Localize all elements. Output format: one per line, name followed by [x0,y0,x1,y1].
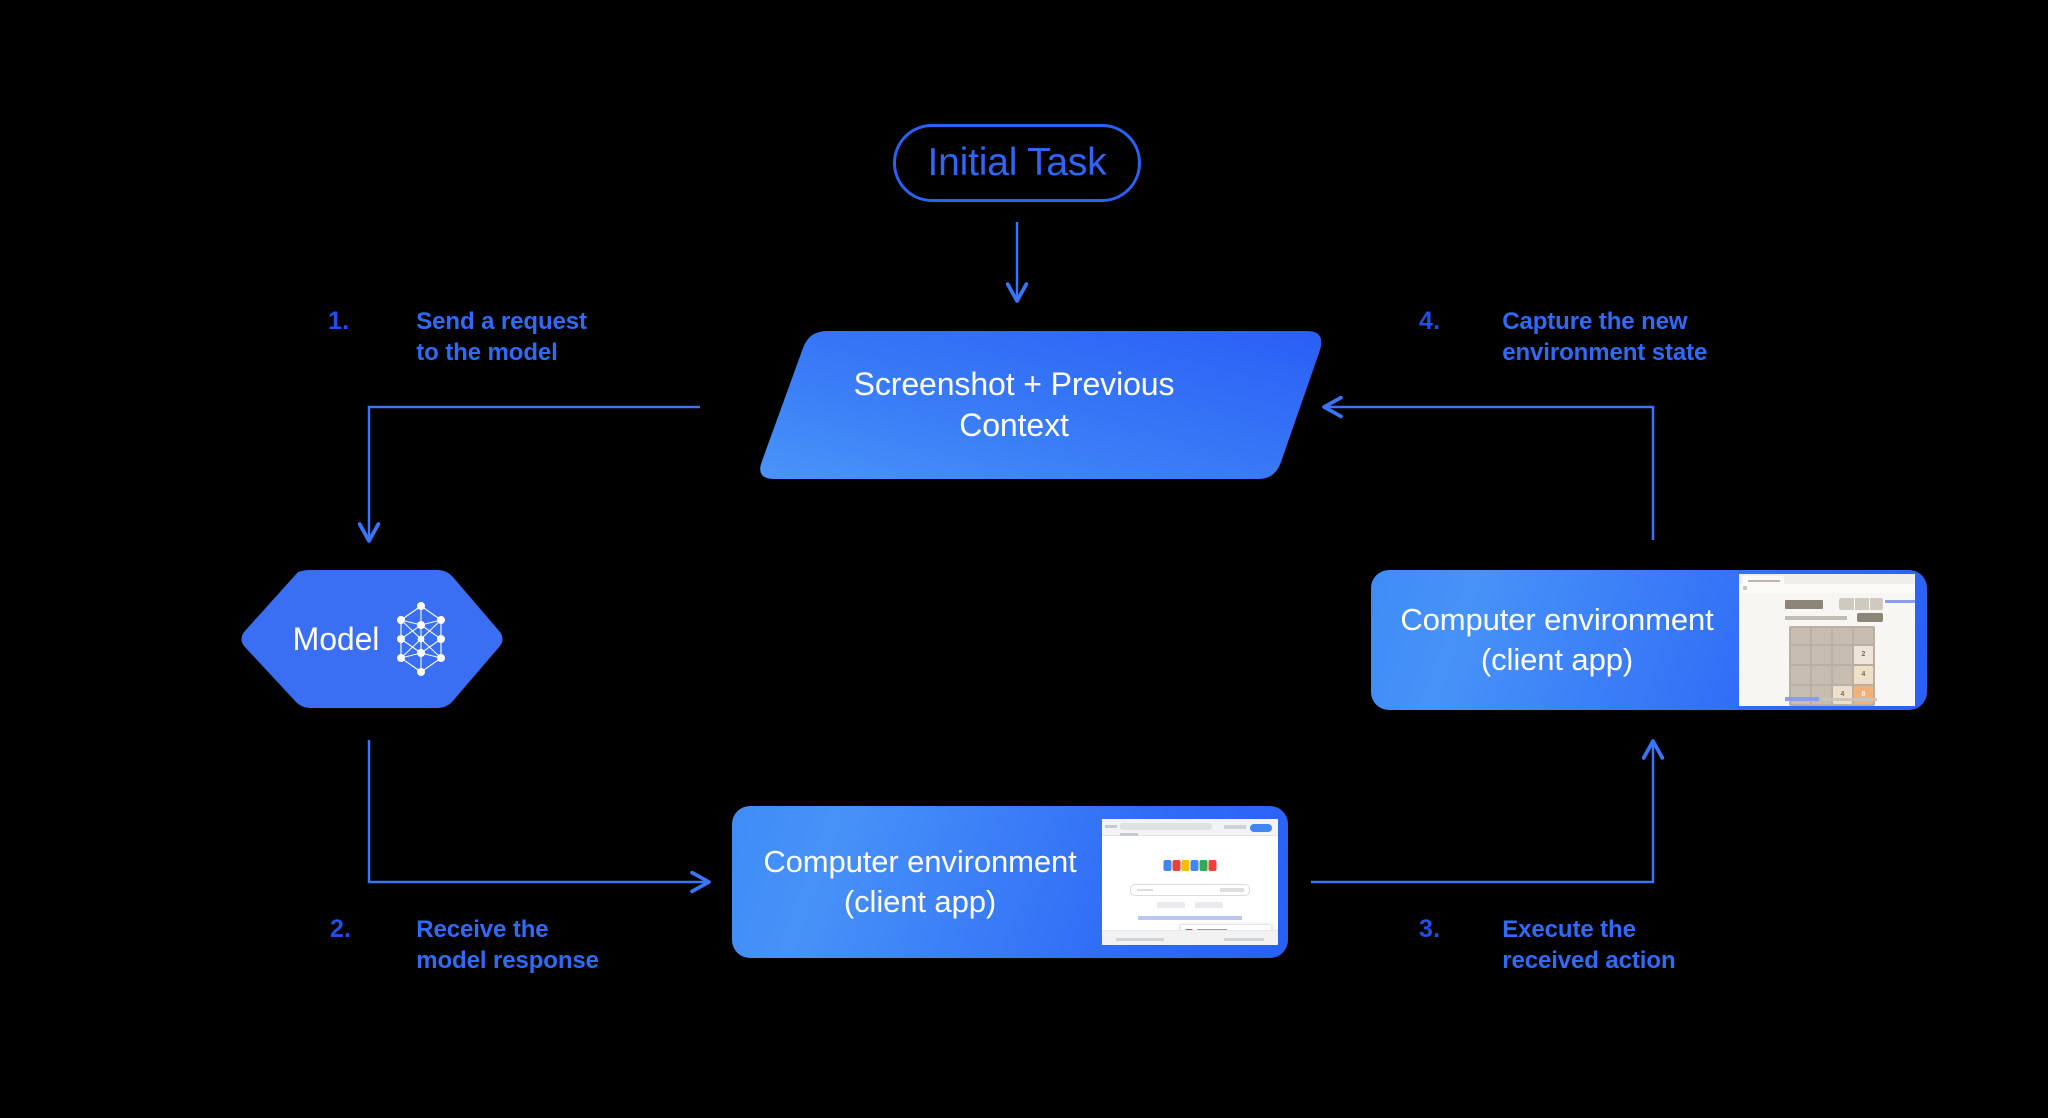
env-right-label: Computer environment (client app) [1377,600,1737,680]
logo-letter-o2 [1181,860,1190,871]
logo-letter-l [1199,860,1208,871]
step-label-4: 4. Capture the new environment state [1419,306,1707,368]
browser-address-bar [1120,823,1212,830]
tile: 8 [1854,686,1873,704]
thumbnail-2048-game: 2 4 4 8 [1739,574,1915,706]
tile-empty [1833,646,1852,664]
sign-in-button [1250,824,1272,832]
browser-menu-items [1224,825,1246,829]
footer-link [1785,697,1819,701]
tile-empty [1833,628,1852,644]
step-2-text: Receive the model response [416,916,599,974]
page-footer [1102,930,1278,945]
connector-context-to-model [357,405,700,543]
lucky-button [1195,902,1223,908]
context-node-shape [760,331,1322,479]
connector-model-to-env-bottom [367,740,711,894]
tile-empty [1812,628,1831,644]
game-board: 2 4 4 8 [1789,626,1875,706]
env-node-right: Computer environment (client app) [1371,570,1927,710]
tile-empty [1854,628,1873,644]
search-icons [1220,888,1244,892]
step-label-2: 2. Receive the model response [330,914,599,976]
tile-empty [1812,686,1831,704]
connector-env-right-to-context [1322,395,1655,540]
tile-empty [1812,646,1831,664]
tile-empty [1812,666,1831,684]
step-1-number: 1. [328,307,350,335]
footer-text [1823,698,1877,701]
step-label-3: 3. Execute the received action [1419,914,1676,976]
footer-links-right [1224,938,1264,941]
footer-links-left [1116,938,1164,941]
tile: 4 [1833,686,1852,704]
game-subtitle [1785,616,1847,620]
tile-empty [1791,628,1810,644]
language-links [1138,916,1242,920]
browser-tab-title [1120,833,1138,836]
initial-task-node: Initial Task [893,124,1141,202]
score-boxes [1839,598,1883,610]
step-1-text: Send a request to the model [416,308,587,366]
search-buttons [1157,902,1223,908]
env-right-label-line1: Computer environment [1400,602,1714,637]
header-links [1885,600,1915,603]
browser-tab-bar [1739,574,1915,584]
step-4-number: 4. [1419,307,1441,335]
browser-tab-title [1748,580,1780,582]
logo-letter-o1 [1172,860,1181,871]
tile-value: 4 [1861,671,1866,678]
tile-empty [1791,646,1810,664]
score-divider [1854,598,1855,610]
new-game-button [1857,613,1883,622]
tile: 4 [1854,666,1873,684]
browser-toolbar [1739,584,1915,593]
tile: 2 [1854,646,1873,664]
env-node-bottom: Computer environment (client app) [732,806,1288,958]
env-bottom-label-line2: (client app) [843,884,997,919]
tile-empty [1833,666,1852,684]
tile-value: 4 [1840,691,1845,698]
env-bottom-label-line1: Computer environment [763,844,1077,879]
logo-letter-G [1163,860,1172,871]
thumbnail-google-search [1102,819,1278,945]
tile-value: 8 [1861,691,1866,698]
model-node-shape [241,570,503,708]
initial-task-label: Initial Task [927,141,1107,184]
step-3-number: 3. [1419,915,1441,943]
step-2-number: 2. [330,915,352,943]
google-search-button [1157,902,1185,908]
model-node: Model [238,570,504,708]
step-4-text: Capture the new environment state [1502,308,1708,366]
step-3-text: Execute the received action [1502,916,1676,974]
browser-menu-icon [1743,586,1747,590]
score-divider [1869,598,1870,610]
env-bottom-label: Computer environment (client app) [740,842,1100,922]
browser-tab [1742,576,1784,584]
browser-nav-buttons [1105,825,1117,828]
game-site-title [1785,600,1823,609]
logo-letter-g [1190,860,1199,871]
env-right-label-line2: (client app) [1480,642,1634,677]
context-node: Screenshot + Previous Context [707,331,1322,479]
page-body [1102,836,1278,945]
google-logo [1163,860,1217,871]
search-placeholder [1137,889,1153,891]
tile-empty [1791,686,1810,704]
connector-env-bottom-to-env-right [1311,739,1665,884]
step-label-1: 1. Send a request to the model [328,306,587,368]
tile-value: 2 [1861,651,1866,658]
tile-empty [1791,666,1810,684]
search-input [1130,884,1250,896]
logo-letter-e [1208,860,1217,871]
